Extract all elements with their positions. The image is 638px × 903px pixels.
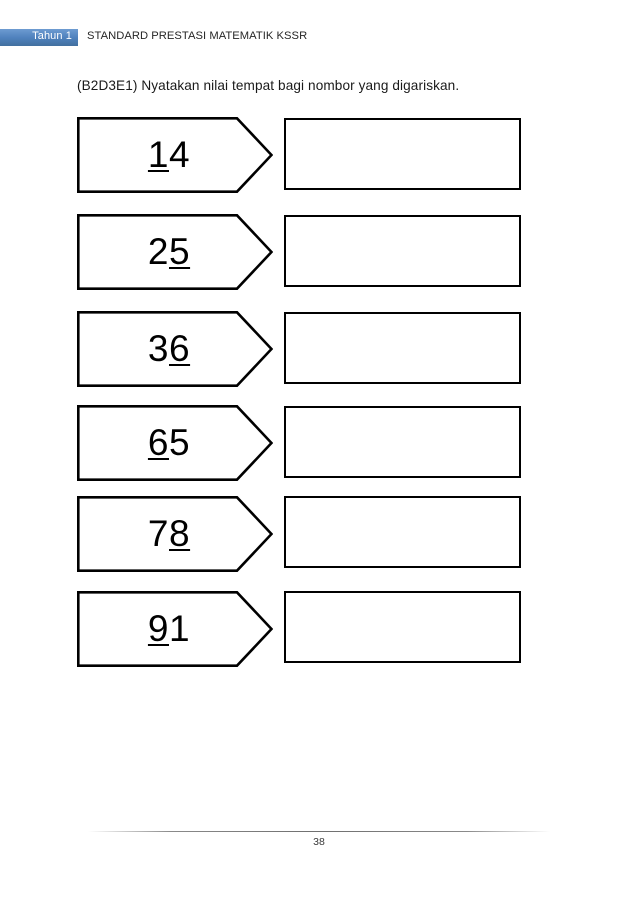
answer-box[interactable] [284, 312, 521, 384]
arrow-outline-icon [77, 311, 273, 387]
digit-second: 6 [169, 328, 191, 369]
digit-first: 3 [147, 328, 169, 369]
digit-second: 1 [169, 608, 191, 649]
digit-first: 6 [147, 422, 169, 463]
answer-box[interactable] [284, 215, 521, 287]
answer-box[interactable] [284, 406, 521, 478]
digit-second: 4 [169, 134, 191, 175]
footer-divider [88, 831, 550, 832]
answer-box[interactable] [284, 496, 521, 568]
header-badge-label: Tahun 1 [32, 30, 72, 42]
digit-first: 7 [147, 513, 169, 554]
digit-second: 5 [169, 231, 191, 272]
digit-first: 9 [147, 608, 169, 649]
page-title: STANDARD PRESTASI MATEMATIK KSSR [87, 30, 308, 42]
page-header: Tahun 1 STANDARD PRESTASI MATEMATIK KSSR [0, 29, 638, 46]
digit-first: 2 [147, 231, 169, 272]
page-number: 38 [313, 836, 325, 848]
arrow-outline-icon [77, 117, 273, 193]
instruction-text: (B2D3E1) Nyatakan nilai tempat bagi nomb… [77, 78, 460, 93]
arrow-outline-icon [77, 405, 273, 481]
arrow-outline-icon [77, 591, 273, 667]
header-badge: Tahun 1 [0, 29, 78, 46]
arrow-outline-icon [77, 214, 273, 290]
answer-box[interactable] [284, 591, 521, 663]
digit-second: 8 [169, 513, 191, 554]
arrow-outline-icon [77, 496, 273, 572]
answer-box[interactable] [284, 118, 521, 190]
digit-second: 5 [169, 422, 191, 463]
digit-first: 1 [147, 134, 169, 175]
